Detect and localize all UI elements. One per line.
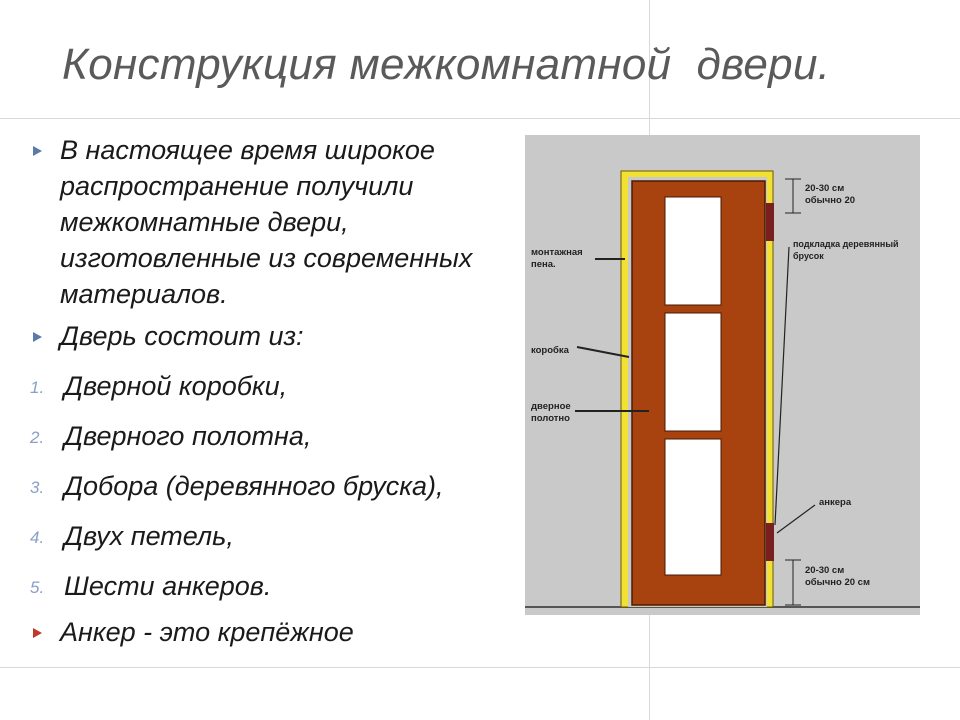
list-number: 1. — [30, 378, 45, 397]
door-diagram-svg: монтажная пена. коробка дверное полотно … — [525, 135, 920, 615]
hinge-bottom — [766, 523, 774, 561]
glass-pane-bottom — [664, 438, 722, 576]
hinge-top — [766, 203, 774, 241]
label-foam: монтажная пена. — [531, 247, 585, 270]
label-frame: коробка — [531, 345, 570, 356]
label-leaf-line2: полотно — [531, 413, 570, 424]
list-text: Дверного полотна, — [64, 421, 312, 451]
bullet-text: Анкер - это крепёжное — [60, 617, 354, 647]
bullet-arrow-icon — [33, 146, 42, 156]
list-text: Шести анкеров. — [64, 571, 272, 601]
slide-body: В настоящее время широкое распространени… — [30, 132, 520, 656]
leader-block — [774, 246, 790, 526]
label-leaf-line1: дверное — [531, 401, 571, 412]
bullet-item: Дверь состоит из: — [30, 318, 520, 354]
list-item: 4. Двух петель, — [30, 518, 520, 554]
list-item: 5. Шести анкеров. — [30, 568, 520, 604]
label-top-gap-line2: обычно 20 — [805, 195, 855, 206]
bullet-text: Дверь состоит из: — [60, 321, 304, 351]
label-anchors: анкера — [819, 497, 852, 508]
list-number: 3. — [30, 478, 45, 497]
bullet-arrow-icon — [33, 332, 42, 342]
label-foam-line2: пена. — [531, 259, 556, 270]
list-text: Добора (деревянного бруска), — [64, 471, 444, 501]
label-block: подкладка деревянный брусок — [793, 239, 901, 261]
list-number: 2. — [30, 428, 45, 447]
door-diagram: монтажная пена. коробка дверное полотно … — [525, 135, 920, 620]
bullet-text: В настоящее время широкое распространени… — [60, 135, 473, 309]
label-foam-line1: монтажная — [531, 247, 583, 258]
template-guide-bottom — [0, 667, 960, 668]
label-block-line1: подкладка деревянный — [793, 239, 899, 249]
bullet-arrow-icon — [33, 628, 42, 638]
bullet-item: Анкер - это крепёжное — [30, 614, 520, 650]
label-top-gap: 20-30 см обычно 20 — [805, 183, 855, 206]
label-bottom-gap-line1: 20-30 см — [805, 565, 844, 576]
glass-pane-middle — [664, 312, 722, 432]
label-block-line2: брусок — [793, 251, 824, 261]
label-top-gap-line1: 20-30 см — [805, 183, 844, 194]
label-leaf: дверное полотно — [531, 401, 573, 424]
list-item: 1. Дверной коробки, — [30, 368, 520, 404]
bullet-item: В настоящее время широкое распространени… — [30, 132, 520, 312]
slide-title: Конструкция межкомнатной двери. — [62, 40, 831, 89]
template-guide-top — [0, 118, 960, 119]
list-item: 3. Добора (деревянного бруска), — [30, 468, 484, 504]
list-number: 5. — [30, 578, 45, 597]
leader-anchors — [776, 504, 816, 534]
label-bottom-gap-line2: обычно 20 см — [805, 577, 870, 588]
list-number: 4. — [30, 528, 45, 547]
list-text: Дверной коробки, — [64, 371, 288, 401]
label-bottom-gap: 20-30 см обычно 20 см — [805, 565, 870, 588]
list-text: Двух петель, — [64, 521, 234, 551]
glass-pane-top — [664, 196, 722, 306]
list-item: 2. Дверного полотна, — [30, 418, 520, 454]
leader-frame — [576, 346, 630, 358]
